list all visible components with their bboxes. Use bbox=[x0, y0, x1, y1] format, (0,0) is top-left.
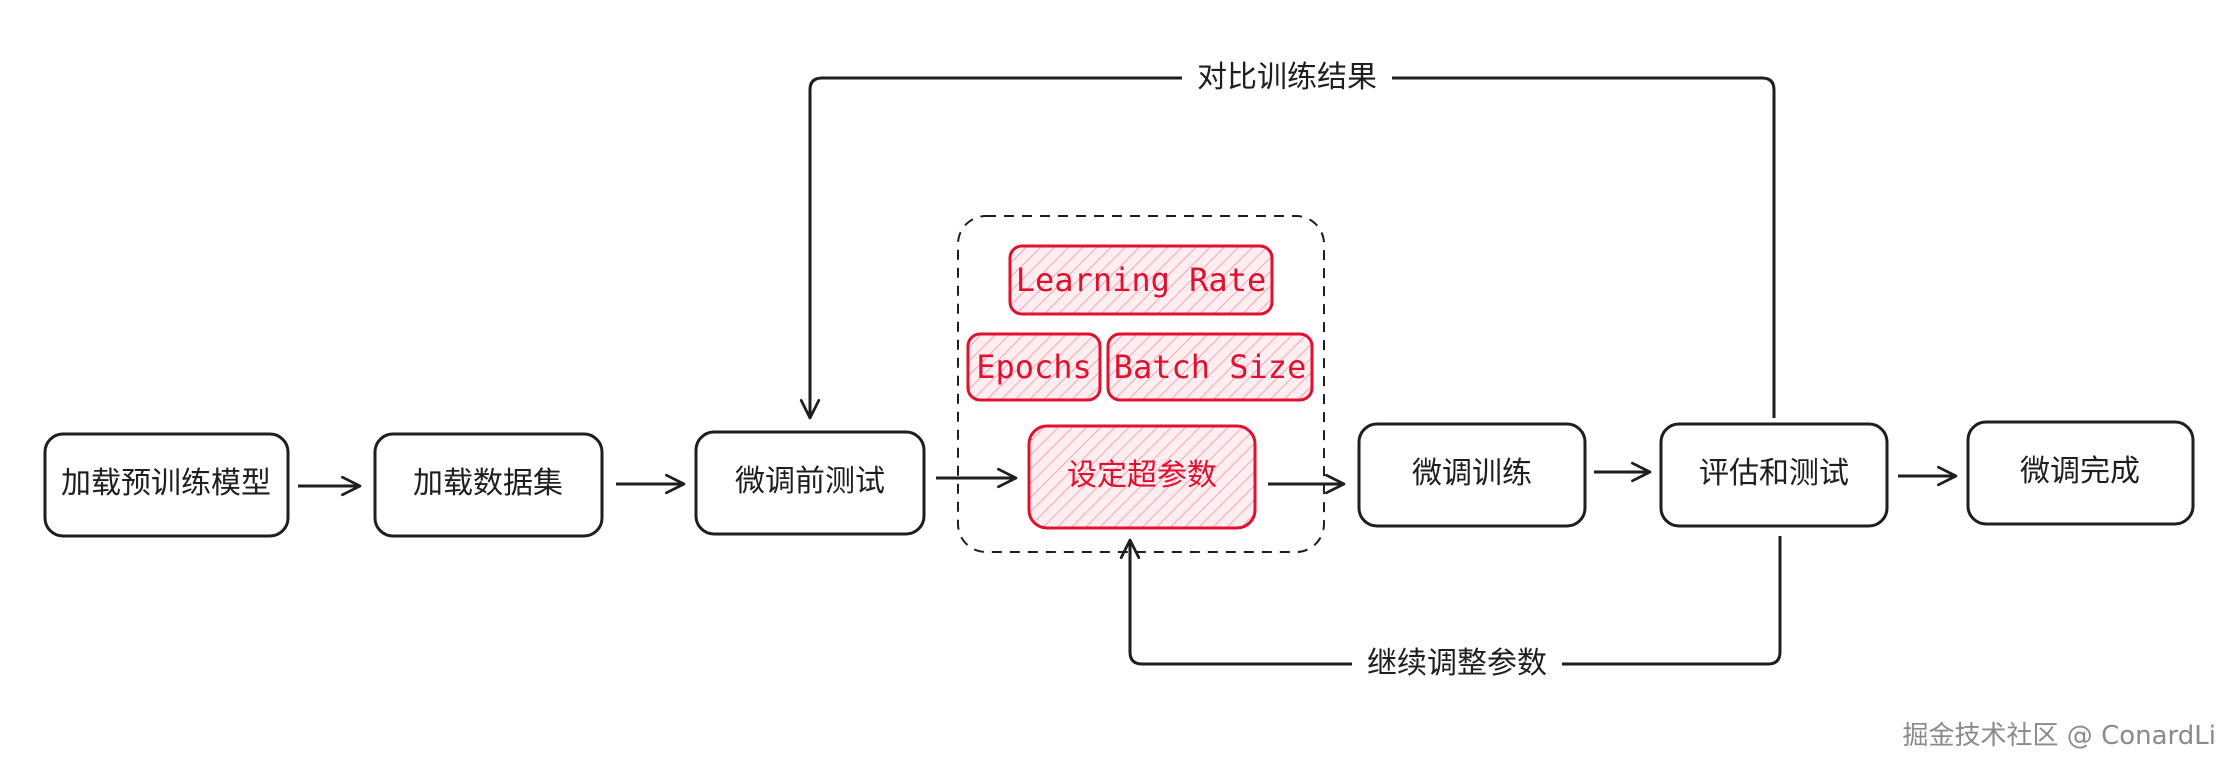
compare-results-label: 对比训练结果 bbox=[1197, 60, 1377, 95]
node-done: 微调完成 bbox=[1966, 420, 2195, 526]
node-pre-test: 微调前测试 bbox=[694, 430, 926, 536]
arrow-compare-loop bbox=[810, 76, 1776, 418]
node-pre-test-label: 微调前测试 bbox=[735, 464, 885, 499]
node-load-model: 加载预训练模型 bbox=[43, 432, 290, 538]
watermark: 掘金技术社区 @ ConardLi bbox=[1903, 721, 2216, 751]
arrow-continue-loop bbox=[1130, 536, 1782, 666]
node-load-data: 加载数据集 bbox=[373, 432, 604, 538]
param-epochs-label: Epochs bbox=[976, 348, 1092, 386]
param-learning-rate: Learning Rate bbox=[1008, 244, 1274, 316]
param-epochs: Epochs bbox=[966, 332, 1102, 402]
node-load-model-label: 加载预训练模型 bbox=[61, 466, 271, 501]
node-evaluate-label: 评估和测试 bbox=[1699, 456, 1849, 491]
continue-tuning-label: 继续调整参数 bbox=[1367, 646, 1547, 681]
node-fine-tune: 微调训练 bbox=[1357, 422, 1587, 528]
param-learning-rate-label: Learning Rate bbox=[1016, 261, 1266, 299]
node-set-hyperparameters: 设定超参数 bbox=[1027, 424, 1257, 530]
node-set-hyperparameters-label: 设定超参数 bbox=[1067, 458, 1217, 493]
node-evaluate: 评估和测试 bbox=[1659, 422, 1889, 528]
node-done-label: 微调完成 bbox=[2020, 454, 2140, 489]
node-fine-tune-label: 微调训练 bbox=[1412, 456, 1532, 491]
param-batch-size: Batch Size bbox=[1106, 332, 1314, 402]
param-batch-size-label: Batch Size bbox=[1114, 348, 1307, 386]
node-load-data-label: 加载数据集 bbox=[413, 466, 563, 501]
